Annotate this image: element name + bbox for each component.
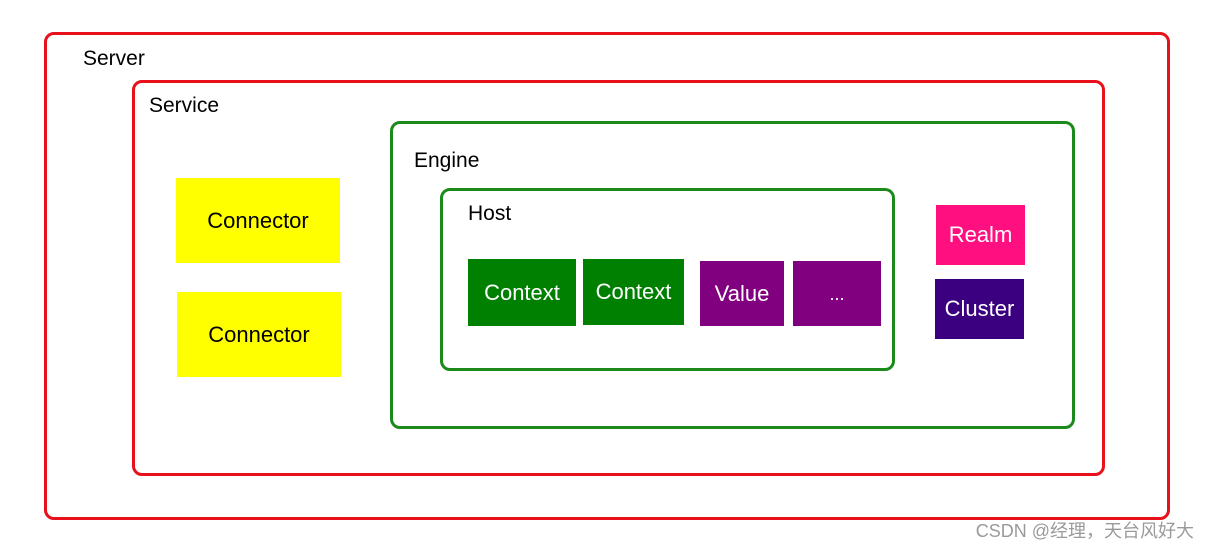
valve-box: Value: [700, 261, 784, 326]
host-label: Host: [468, 202, 512, 225]
more-box: ...: [793, 261, 881, 326]
context-box: Context: [468, 259, 576, 326]
context-box: Context: [583, 259, 684, 325]
connector-box: Connector: [177, 292, 341, 377]
watermark-text: CSDN @经理，天台风好大: [975, 521, 1194, 541]
server-frame: [44, 32, 1170, 520]
engine-frame: [390, 121, 1075, 429]
cluster-box: Cluster: [935, 279, 1024, 339]
service-label: Service: [149, 94, 220, 117]
engine-label: Engine: [414, 149, 480, 172]
host-frame: [440, 188, 895, 371]
service-frame: [132, 80, 1105, 476]
connector-box: Connector: [176, 178, 340, 263]
realm-box: Realm: [936, 205, 1025, 265]
server-label: Server: [83, 47, 145, 70]
